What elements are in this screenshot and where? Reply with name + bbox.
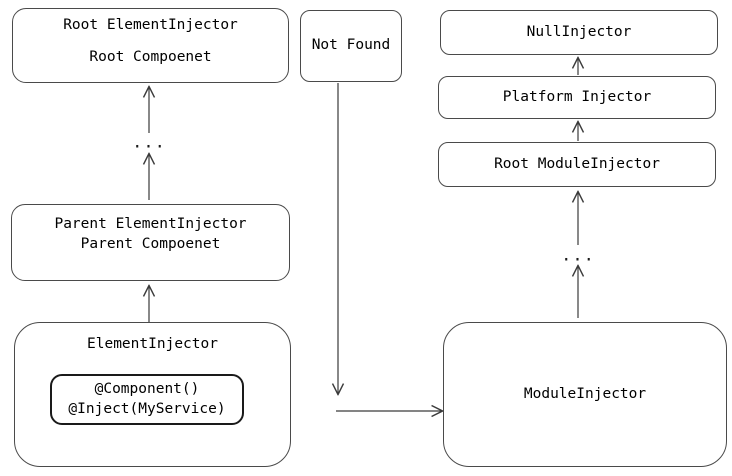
node-root-element-injector[interactable]: Root ElementInjector Root Compoenet <box>12 8 289 83</box>
node-not-found-label: Not Found <box>311 37 391 54</box>
node-parent-element-injector-line1: Parent ElementInjector <box>54 216 247 232</box>
ellipsis-left: ... <box>132 132 166 153</box>
node-element-injector[interactable]: ElementInjector <box>14 322 291 467</box>
node-parent-element-injector[interactable]: Parent ElementInjector Parent Compoenet <box>11 204 290 281</box>
node-null-injector-label: NullInjector <box>526 23 632 40</box>
ellipsis-right: ... <box>561 245 595 266</box>
node-root-element-injector-line1: Root ElementInjector <box>63 17 238 33</box>
node-not-found[interactable]: Not Found <box>300 10 402 82</box>
node-root-element-injector-line2: Root Compoenet <box>89 49 212 66</box>
node-null-injector[interactable]: NullInjector <box>440 10 718 55</box>
node-root-module-injector[interactable]: Root ModuleInjector <box>438 142 716 187</box>
node-module-injector[interactable]: ModuleInjector <box>443 322 727 467</box>
node-platform-injector[interactable]: Platform Injector <box>438 76 716 119</box>
annotation-inject-line: @Inject(MyService) <box>68 400 226 417</box>
node-element-injector-label: ElementInjector <box>87 336 218 352</box>
node-module-injector-label: ModuleInjector <box>523 385 647 402</box>
node-platform-injector-label: Platform Injector <box>502 88 652 105</box>
node-root-module-injector-label: Root ModuleInjector <box>494 155 660 172</box>
node-parent-element-injector-line2: Parent Compoenet <box>80 236 221 253</box>
annotation-component-inject[interactable]: @Component() @Inject(MyService) <box>50 374 244 425</box>
annotation-component-line: @Component() <box>94 380 200 397</box>
